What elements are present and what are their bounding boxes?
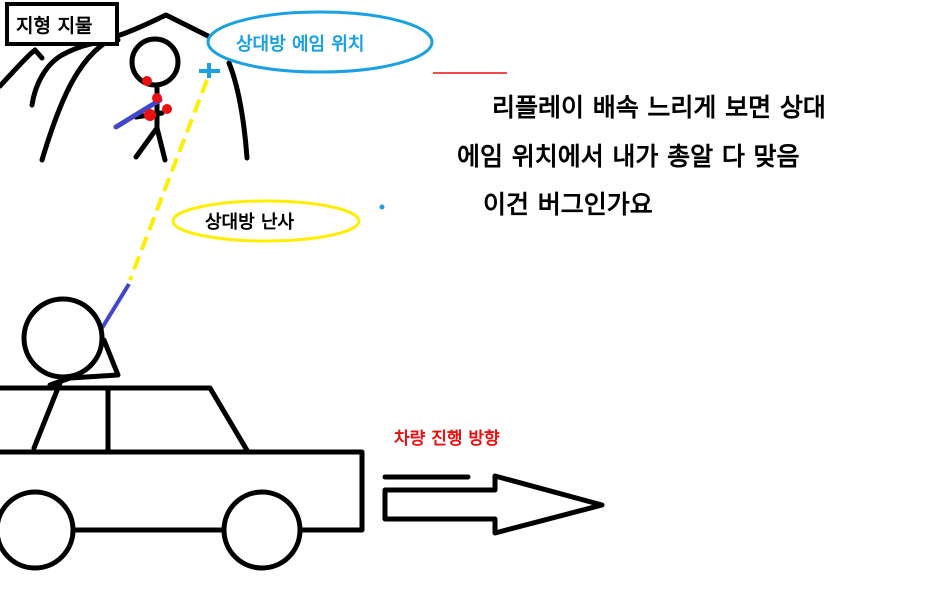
direction-arrow-icon: [382, 473, 605, 536]
enemy-aim-label: 상대방 에임 위치: [236, 34, 364, 55]
enemy-spray-label: 상대방 난사: [205, 212, 295, 233]
spray-trajectory: [128, 79, 209, 281]
car-wheel: [221, 489, 303, 571]
car: [0, 385, 365, 571]
question-line-2: 에임 위치에서 내가 총알 다 맞음: [457, 142, 800, 171]
crosshair-icon: [199, 63, 220, 78]
enemy-gun: [113, 97, 163, 130]
question-line-3: 이건 버그인가요: [483, 190, 653, 219]
player-gun: [100, 282, 131, 330]
car-wheel: [0, 489, 76, 571]
hit-marks: [142, 76, 172, 121]
enemy-aim-ellipse: [206, 10, 434, 74]
vehicle-direction-label: 차량 진행 방향: [394, 428, 500, 449]
enemy-spray-ellipse: [171, 199, 361, 243]
player-figure: [21, 296, 121, 451]
terrain-label-box: [5, 2, 119, 46]
terrain-label: 지형 지물: [16, 15, 93, 37]
question-line-1: 리플레이 배속 느리게 보면 상대: [492, 93, 826, 122]
enemy-figure: [113, 36, 181, 163]
